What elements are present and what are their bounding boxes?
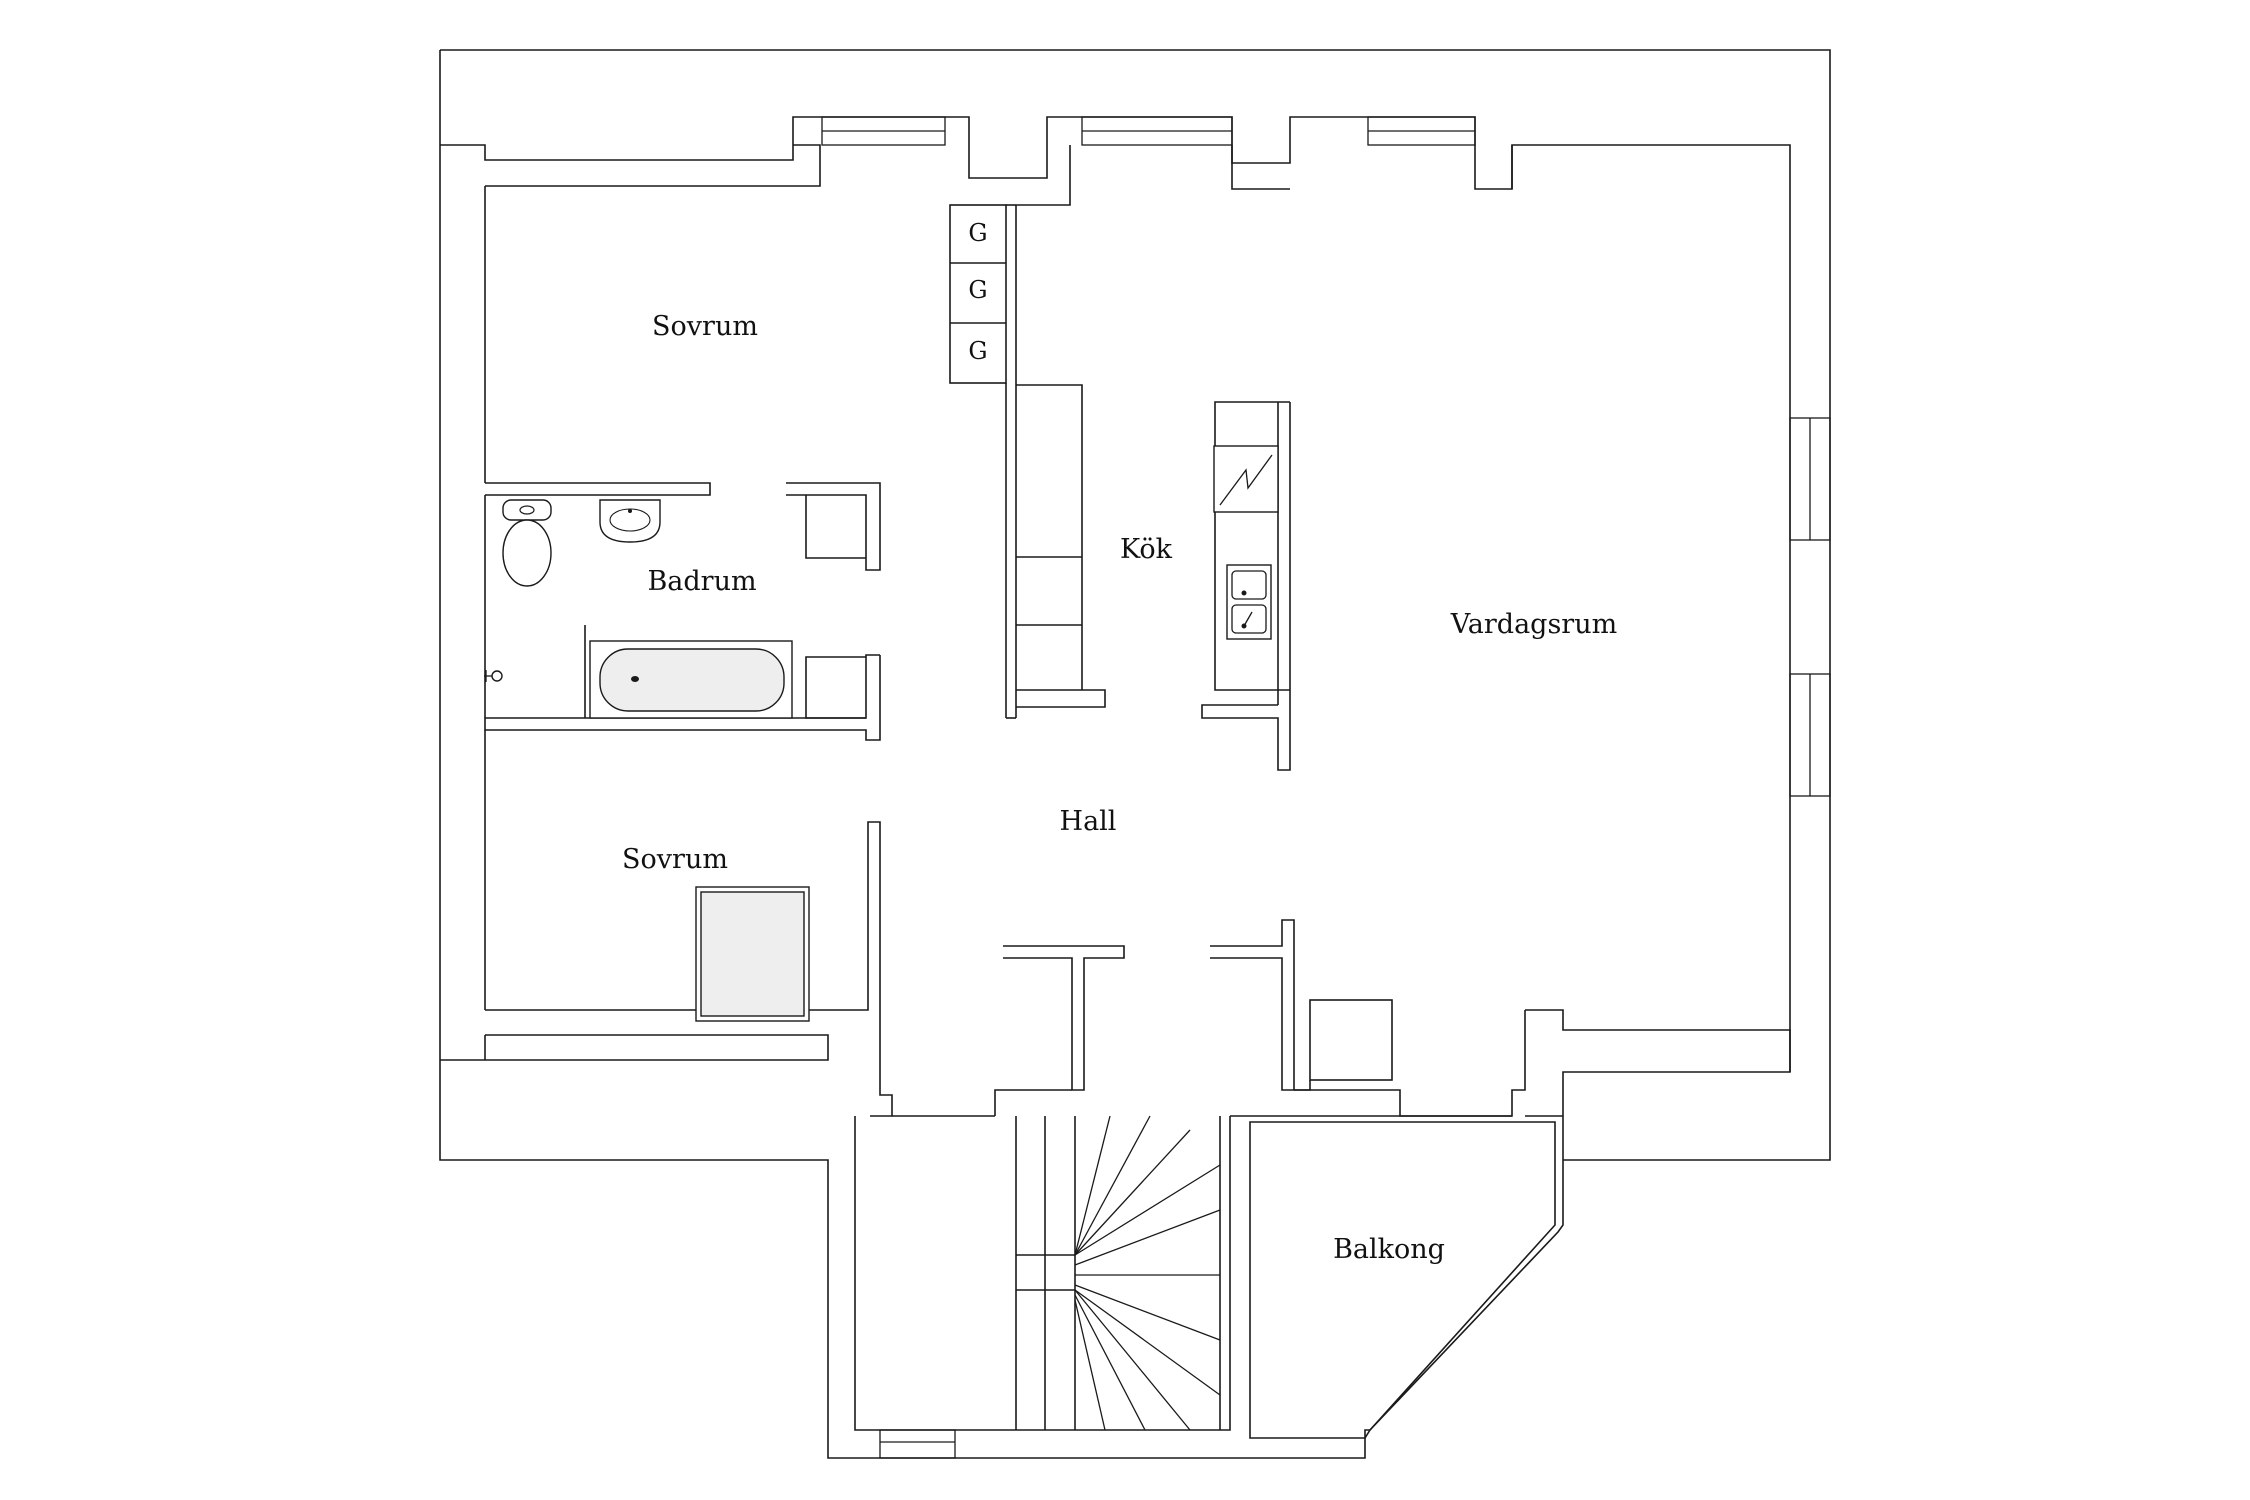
hall-walls [892,919,1791,1117]
shaft-stack [949,204,1017,719]
stair-area [854,1115,1231,1459]
left-rooms-walls [440,186,893,1117]
room-label-hall: Hall [1060,806,1117,837]
room-label-kok: Kök [1120,534,1173,565]
washbasin-icon [599,499,661,543]
top-inner-wall [440,116,1791,1072]
shaft-label-1: G [968,219,987,247]
room-label-balkong: Balkong [1333,1234,1445,1265]
room-label-badrum: Badrum [647,566,756,597]
shaft-label-3: G [968,337,987,365]
room-label-sovrum-top: Sovrum [652,311,758,342]
kitchen-counters [1016,384,1291,771]
shaft-label-2: G [968,276,987,304]
room-label-sovrum-bottom: Sovrum [622,844,728,875]
kitchen-sink-icon [1226,564,1272,640]
bathtub-icon [584,625,793,719]
balcony [1249,1121,1556,1439]
bed-icon [695,886,810,1022]
outer-walls [439,49,1831,1459]
right-windows [1789,417,1831,797]
shower-tap-icon [484,670,503,682]
room-label-vardagsrum: Vardagsrum [1450,609,1617,640]
toilet-icon [502,499,552,587]
